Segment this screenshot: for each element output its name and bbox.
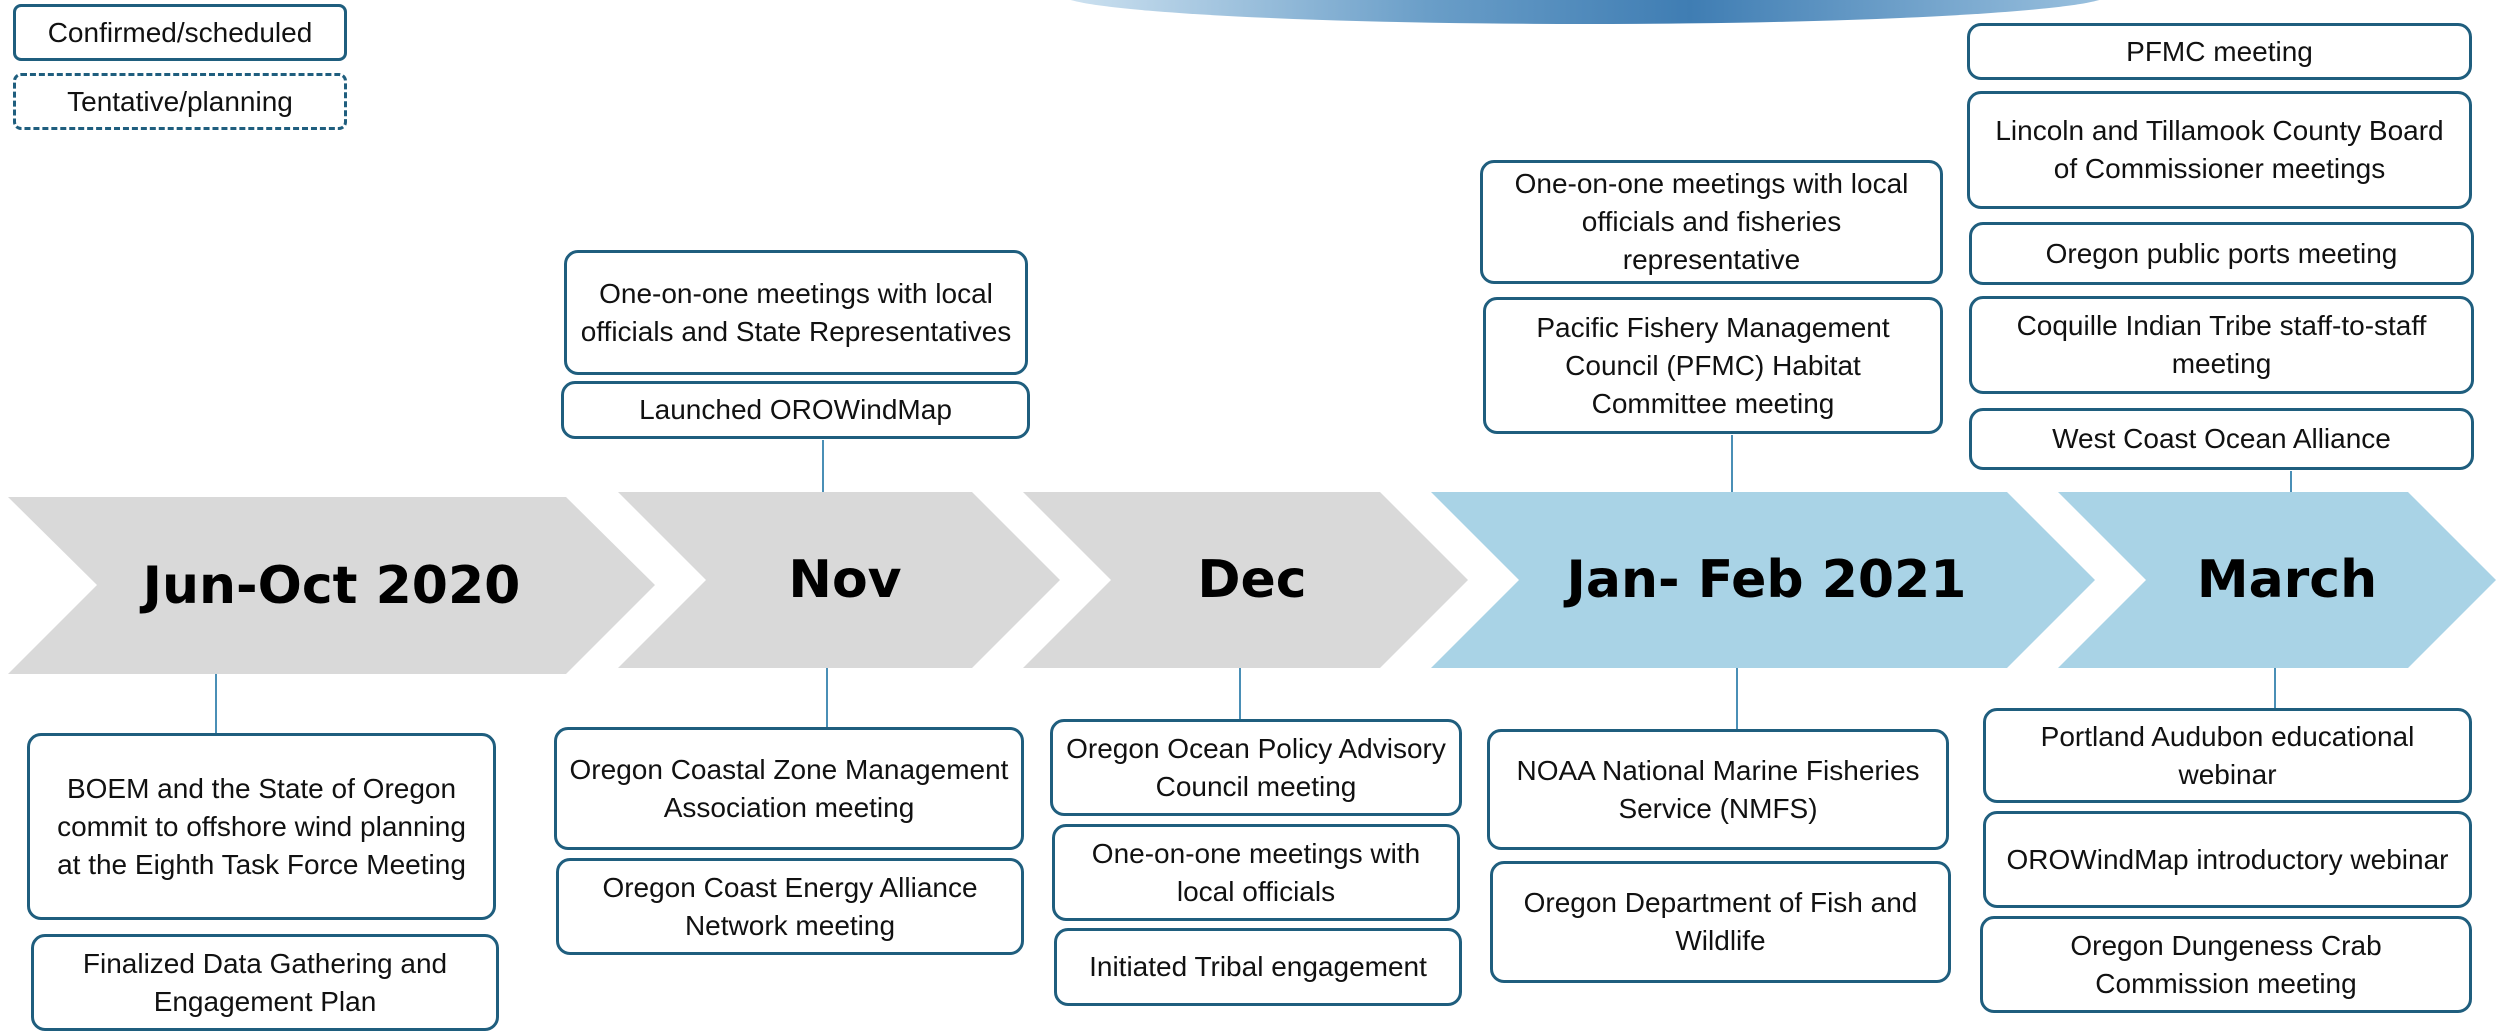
chevron-jun-oct-2020 (8, 497, 655, 674)
event-box: Initiated Tribal engagement (1054, 928, 1462, 1006)
chevron-nov (618, 492, 1060, 668)
event-box: Oregon Ocean Policy Advisory Council mee… (1050, 719, 1462, 816)
event-box: Portland Audubon educational webinar (1983, 708, 2472, 803)
event-box: Lincoln and Tillamook County Board of Co… (1967, 91, 2472, 209)
event-box: Oregon Coast Energy Alliance Network mee… (556, 858, 1024, 955)
connector-nov-above (822, 440, 824, 492)
event-box: Launched OROWindMap (561, 381, 1030, 439)
event-box: Pacific Fishery Management Council (PFMC… (1483, 297, 1943, 434)
event-box: OROWindMap introductory webinar (1983, 811, 2472, 908)
event-box: Coquille Indian Tribe staff-to-staff mee… (1969, 296, 2474, 394)
chevron-march (2058, 492, 2496, 668)
connector-march-above (2290, 471, 2292, 492)
period-label-nov: Nov (788, 550, 902, 610)
event-box: BOEM and the State of Oregon commit to o… (27, 733, 496, 920)
connector-nov-below (826, 668, 828, 728)
event-box: NOAA National Marine Fisheries Service (… (1487, 729, 1949, 850)
event-box: PFMC meeting (1967, 23, 2472, 80)
period-label-march: March (2196, 550, 2378, 610)
legend-tentative: Tentative/planning (13, 73, 347, 130)
chevron-dec (1023, 492, 1468, 668)
event-box: Oregon Department of Fish and Wildlife (1490, 861, 1951, 983)
chevron-jan-feb-2021 (1431, 492, 2095, 668)
event-box: One-on-one meetings with local officials (1052, 824, 1460, 921)
event-box: West Coast Ocean Alliance (1969, 408, 2474, 470)
event-box: Oregon Dungeness Crab Commission meeting (1980, 916, 2472, 1013)
connector-jan-feb-below (1736, 668, 1738, 730)
event-box: Oregon Coastal Zone Management Associati… (554, 727, 1024, 850)
connector-dec-below (1239, 668, 1241, 720)
event-box: One-on-one meetings with local officials… (1480, 160, 1943, 284)
period-label-jun-oct-2020: Jun-Oct 2020 (142, 555, 521, 616)
connector-jun-oct-below (215, 674, 217, 734)
connector-jan-feb-above (1731, 435, 1733, 492)
period-label-dec: Dec (1197, 550, 1307, 610)
legend-confirmed: Confirmed/scheduled (13, 4, 347, 61)
period-label-jan-feb-2021: Jan- Feb 2021 (1566, 550, 1967, 610)
connector-march-below (2274, 668, 2276, 708)
event-box: Finalized Data Gathering and Engagement … (31, 934, 499, 1031)
event-box: One-on-one meetings with local officials… (564, 250, 1028, 375)
event-box: Oregon public ports meeting (1969, 222, 2474, 285)
